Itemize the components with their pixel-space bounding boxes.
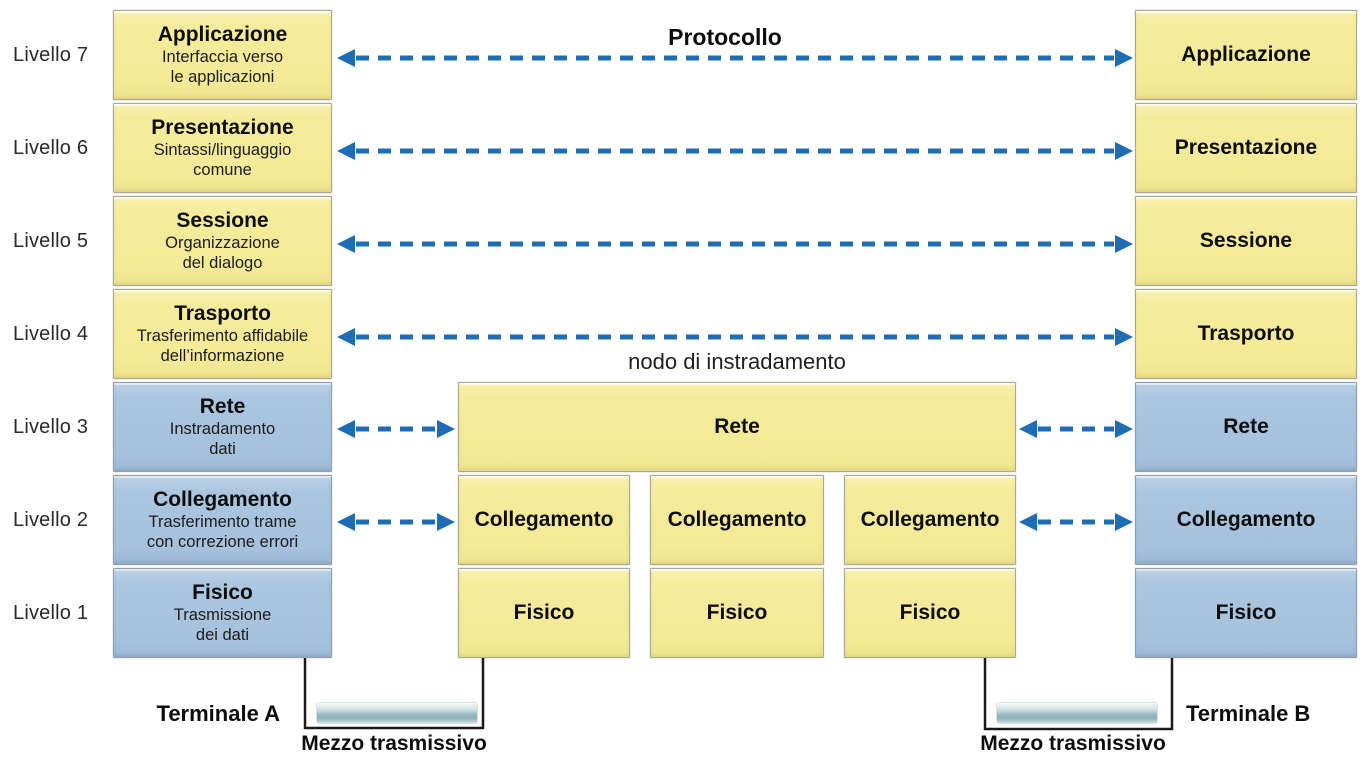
terminal-a-layer-trasporto: Trasporto Trasferimento affidabile dell’… xyxy=(113,289,332,379)
protocol-arrow-livello-3-right xyxy=(1019,420,1133,438)
terminal-b-layer-applicazione: Applicazione xyxy=(1135,10,1357,100)
level-label-livello-1: Livello 1 xyxy=(13,601,89,624)
layer-title: Applicazione xyxy=(157,22,288,46)
layer-subtitle: Sintassi/linguaggio comune xyxy=(153,141,292,179)
protocol-arrow-livello-6 xyxy=(337,142,1133,160)
layer-title: Fisico xyxy=(1215,601,1277,624)
terminal-a-layer-collegamento: Collegamento Trasferimento trame con cor… xyxy=(113,475,332,565)
layer-subtitle: Interfaccia verso le applicazioni xyxy=(161,48,284,86)
protocol-title: Protocollo xyxy=(668,24,782,50)
medium-label-left: Mezzo trasmissivo xyxy=(301,732,487,755)
level-label-livello-5: Livello 5 xyxy=(13,229,89,252)
node-fisico-box-1: Fisico xyxy=(458,568,630,658)
layer-subtitle: Trasferimento trame con correzione error… xyxy=(146,513,299,551)
medium-label-right: Mezzo trasmissivo xyxy=(980,732,1166,755)
terminal-a-layer-rete: Rete Instradamento dati xyxy=(113,382,332,472)
layer-subtitle: Organizzazione del dialogo xyxy=(165,234,280,272)
level-label-livello-4: Livello 4 xyxy=(13,322,89,345)
protocol-arrow-livello-7 xyxy=(337,49,1133,67)
level-label-livello-7: Livello 7 xyxy=(13,43,89,66)
layer-subtitle: Trasmissione dei dati xyxy=(173,606,272,644)
layer-title: Fisico xyxy=(513,601,575,624)
protocol-arrow-livello-4 xyxy=(337,328,1133,346)
layer-title: Collegamento xyxy=(153,487,292,511)
terminal-b-layer-sessione: Sessione xyxy=(1135,196,1357,286)
layer-title: Sessione xyxy=(1199,229,1293,252)
terminal-a-layer-presentazione: Presentazione Sintassi/linguaggio comune xyxy=(113,103,332,193)
cable-icon-left xyxy=(317,703,477,723)
terminal-a-layer-applicazione: Applicazione Interfaccia verso le applic… xyxy=(113,10,332,100)
cable-icon-right xyxy=(997,703,1157,723)
terminal-b-layer-rete: Rete xyxy=(1135,382,1357,472)
layer-subtitle: Instradamento dati xyxy=(169,420,276,458)
node-fisico-box-3: Fisico xyxy=(844,568,1016,658)
protocol-arrow-livello-2-right xyxy=(1019,513,1133,531)
level-label-livello-3: Livello 3 xyxy=(13,415,89,438)
node-collegamento-box-1: Collegamento xyxy=(458,475,630,565)
layer-title: Collegamento xyxy=(1176,508,1316,531)
layer-title: Rete xyxy=(199,394,246,418)
terminal-a-label: Terminale A xyxy=(156,701,280,726)
protocol-arrow-livello-3-left xyxy=(337,420,455,438)
terminal-b-layer-collegamento: Collegamento xyxy=(1135,475,1357,565)
layer-title: Collegamento xyxy=(474,508,614,531)
layer-title: Collegamento xyxy=(860,508,1000,531)
layer-title: Fisico xyxy=(899,601,961,624)
terminal-b-layer-presentazione: Presentazione xyxy=(1135,103,1357,193)
layer-title: Sessione xyxy=(176,208,269,232)
terminal-b-layer-fisico: Fisico xyxy=(1135,568,1357,658)
layer-title: Applicazione xyxy=(1181,43,1311,66)
node-rete-box: Rete xyxy=(458,382,1016,472)
node-fisico-box-2: Fisico xyxy=(650,568,824,658)
layer-title: Rete xyxy=(1223,415,1269,438)
layer-title: Trasporto xyxy=(1197,322,1295,345)
node-collegamento-box-2: Collegamento xyxy=(650,475,824,565)
layer-title: Fisico xyxy=(706,601,768,624)
level-label-livello-6: Livello 6 xyxy=(13,136,89,159)
node-collegamento-box-3: Collegamento xyxy=(844,475,1016,565)
layer-subtitle: Trasferimento affidabile dell’informazio… xyxy=(136,327,309,365)
layer-title: Rete xyxy=(714,415,760,438)
layer-title: Trasporto xyxy=(174,301,271,325)
terminal-a-layer-sessione: Sessione Organizzazione del dialogo xyxy=(113,196,332,286)
layer-title: Fisico xyxy=(192,580,253,604)
protocol-arrow-livello-5 xyxy=(337,235,1133,253)
terminal-a-layer-fisico: Fisico Trasmissione dei dati xyxy=(113,568,332,658)
layer-title: Presentazione xyxy=(151,115,294,139)
routing-node-title: nodo di instradamento xyxy=(628,349,846,374)
layer-title: Collegamento xyxy=(667,508,807,531)
level-label-livello-2: Livello 2 xyxy=(13,508,89,531)
terminal-b-layer-trasporto: Trasporto xyxy=(1135,289,1357,379)
terminal-b-label: Terminale B xyxy=(1186,701,1311,726)
protocol-arrow-livello-2-left xyxy=(337,513,455,531)
layer-title: Presentazione xyxy=(1174,136,1318,159)
